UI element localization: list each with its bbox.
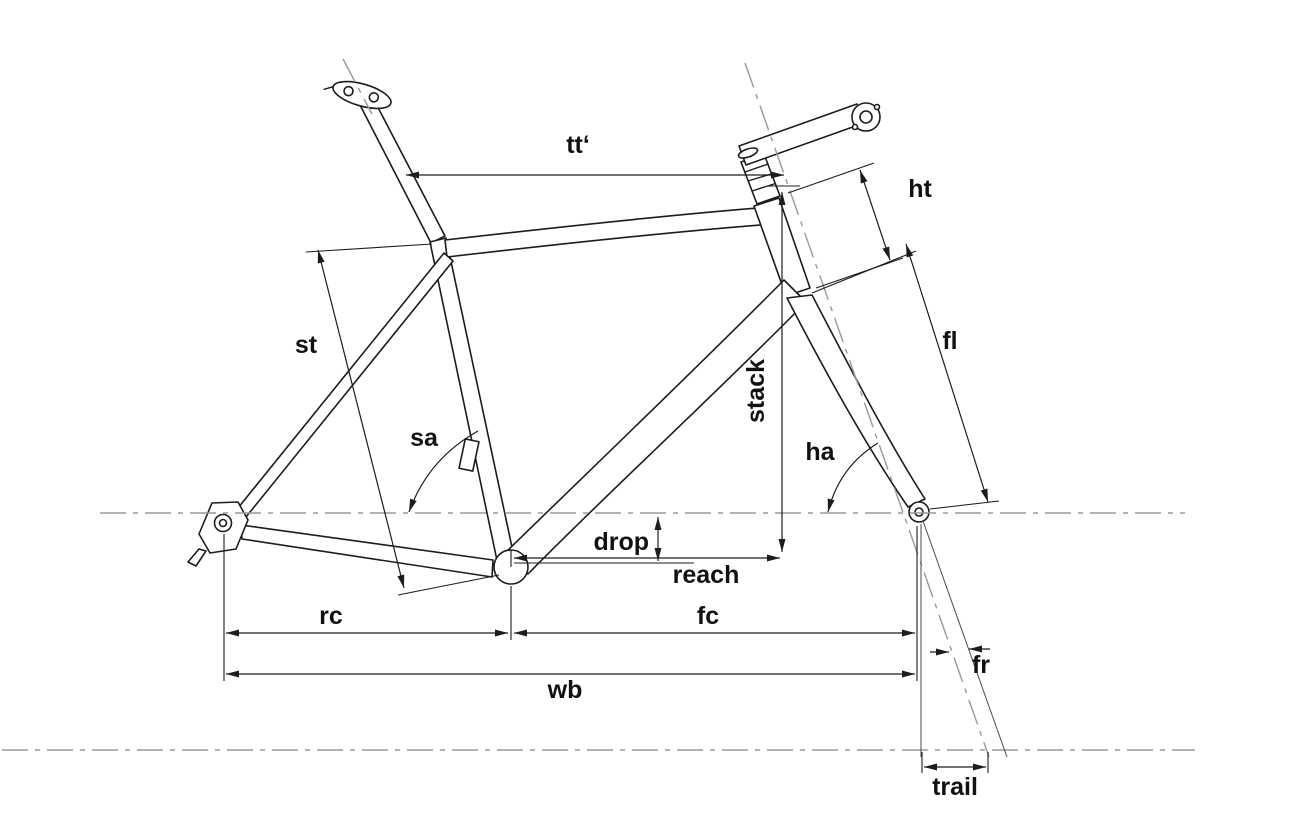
down-tube xyxy=(504,279,807,575)
seat-stay xyxy=(237,252,454,518)
dim-seat-tube xyxy=(317,249,405,589)
seat-post xyxy=(358,95,446,244)
top-tube xyxy=(444,206,774,258)
label-reach: reach xyxy=(673,561,740,589)
bike-frame xyxy=(187,80,930,585)
dim-head-tube xyxy=(859,169,891,261)
label-rear-center: rc xyxy=(319,602,343,630)
label-top-tube: tt‘ xyxy=(566,131,590,159)
rear-axle-center xyxy=(218,518,228,528)
label-trail: trail xyxy=(932,773,978,801)
label-head-tube: ht xyxy=(908,175,932,203)
head-angle-arc xyxy=(827,442,879,513)
label-stack: stack xyxy=(742,359,770,423)
centerlines xyxy=(2,58,1195,758)
handlebar-clamp xyxy=(851,102,881,132)
stem-top-cap xyxy=(737,147,759,159)
label-seat-angle: sa xyxy=(410,424,439,452)
label-wheelbase: wb xyxy=(547,676,583,704)
label-head-angle: ha xyxy=(805,438,835,466)
rake-parallel-line xyxy=(922,520,1008,758)
fork-blade xyxy=(786,294,926,508)
saddle-clamp xyxy=(323,80,392,110)
label-seat-tube: st xyxy=(295,331,318,359)
seatpost-axis xyxy=(342,58,373,115)
dimension-lines xyxy=(226,169,990,771)
label-drop: drop xyxy=(593,528,649,556)
front-derailleur-mount xyxy=(458,438,480,472)
seat-tube xyxy=(429,237,517,571)
rear-derailleur-hanger xyxy=(187,548,207,567)
label-fork-length: fl xyxy=(942,327,957,355)
label-fork-rake: fr xyxy=(972,651,990,679)
label-front-center: fc xyxy=(697,602,719,630)
chain-stay xyxy=(240,524,494,578)
steering-axis xyxy=(744,62,990,758)
stem xyxy=(738,103,865,166)
front-axle-center xyxy=(914,507,924,517)
dimension-labels: tt‘ ht st sa fl stack ha drop reach rc f… xyxy=(295,131,990,801)
seat-angle-arc xyxy=(408,430,479,513)
dim-fork-length xyxy=(905,243,989,503)
